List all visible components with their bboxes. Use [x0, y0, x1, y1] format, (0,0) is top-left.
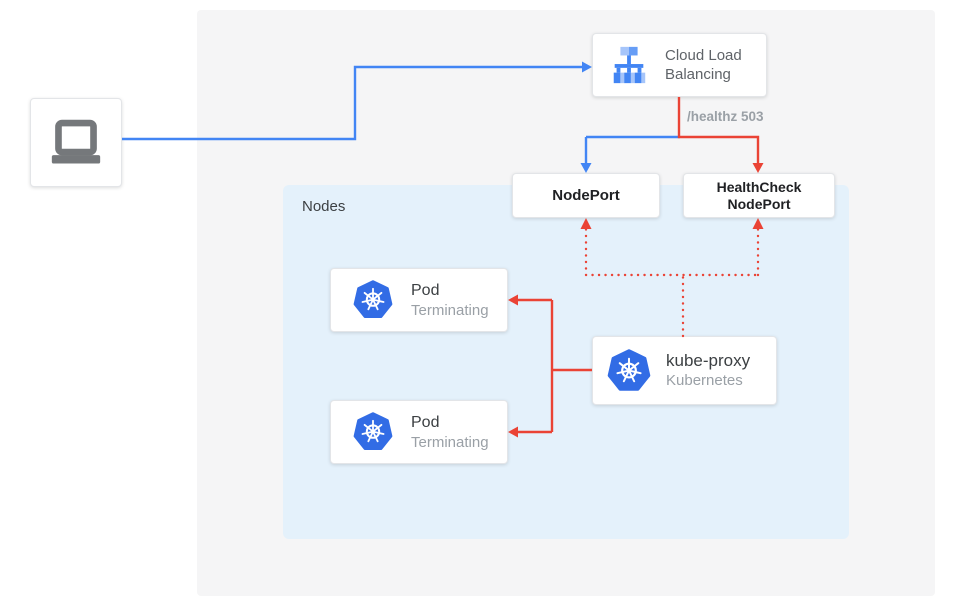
kube-proxy-card: kube-proxy Kubernetes [592, 336, 777, 405]
pod-status: Terminating [411, 433, 489, 451]
kubernetes-icon [353, 412, 393, 450]
nodeport-card: NodePort [512, 173, 660, 218]
cloud-load-balancing-icon [613, 46, 646, 84]
healthz-annotation: /healthz 503 [687, 109, 764, 124]
cloud-load-balancing-card: Cloud Load Balancing [592, 33, 767, 97]
pod-status: Terminating [411, 301, 489, 319]
kube-proxy-subtitle: Kubernetes [666, 372, 743, 389]
healthcheck-nodeport-label: HealthCheck NodePort [716, 178, 802, 212]
nodeport-label: NodePort [552, 187, 620, 204]
pod-title: Pod [411, 281, 440, 299]
healthcheck-nodeport-card: HealthCheck NodePort [683, 173, 835, 218]
client-laptop-card [30, 98, 122, 187]
kubernetes-icon [353, 280, 393, 318]
cloud-load-balancing-label: Cloud Load Balancing [665, 47, 742, 83]
kube-proxy-title: kube-proxy [666, 351, 751, 370]
nodes-panel-label: Nodes [302, 198, 346, 215]
pod-card: Pod Terminating [330, 268, 508, 332]
laptop-icon [51, 119, 101, 164]
pod-title: Pod [411, 413, 440, 431]
kubernetes-icon [607, 348, 651, 391]
pod-card: Pod Terminating [330, 400, 508, 464]
